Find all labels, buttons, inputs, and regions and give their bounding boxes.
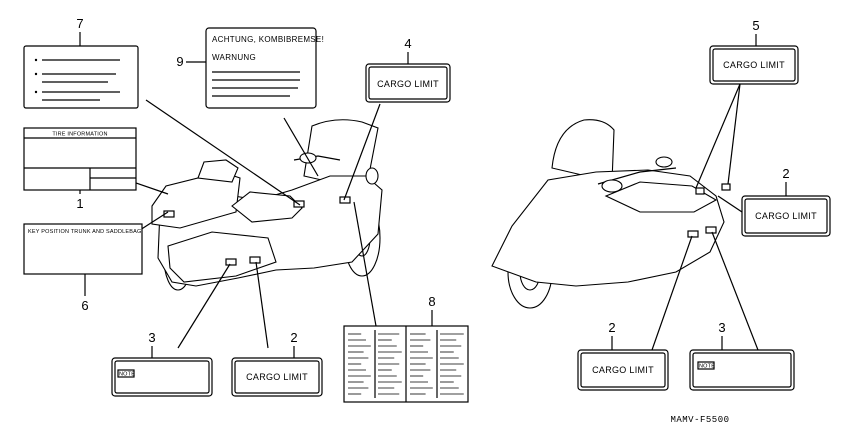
callout-7: 7 — [76, 16, 83, 31]
callout-3-left: 3 — [148, 330, 155, 345]
tire-info-text: TIRE INFORMATION — [52, 132, 107, 138]
callout-8: 8 — [428, 294, 435, 309]
callout-9: 9 — [176, 54, 183, 69]
label-2-cargo-limit-bottom: CARGO LIMIT — [577, 349, 669, 391]
part-code: MAMV-F5500 — [670, 415, 729, 425]
label-5-cargo-limit: CARGO LIMIT — [709, 45, 799, 85]
label-2-cargo-limit-left: CARGO LIMIT — [231, 357, 323, 397]
label-6-key-position: KEY POSITION TRUNK AND SADDLEBAG — [23, 223, 143, 275]
note-text-right: NOTE — [699, 364, 715, 370]
cargo-limit-text-5: CARGO LIMIT — [723, 60, 785, 70]
callout-2-left: 2 — [290, 330, 297, 345]
label-7-list — [23, 45, 139, 109]
achtung-text: ACHTUNG, KOMBIBREMSE! — [212, 35, 324, 44]
note-text-left: NOTE — [119, 372, 135, 378]
label-3-note-right: NOTE — [689, 349, 795, 391]
callout-5: 5 — [752, 18, 759, 33]
callout-1: 1 — [76, 196, 83, 211]
callout-2-right: 2 — [782, 166, 789, 181]
callout-numbers: 7 9 4 5 1 6 3 2 8 2 2 3 — [76, 16, 789, 345]
callout-4: 4 — [404, 36, 411, 51]
label-8-table — [343, 325, 469, 403]
label-9-warning: ACHTUNG, KOMBIBREMSE! WARNUNG — [205, 27, 324, 109]
label-1-tire-information: TIRE INFORMATION — [23, 127, 137, 191]
warnung-text: WARNUNG — [212, 53, 256, 62]
cargo-limit-text-2b: CARGO LIMIT — [592, 365, 654, 375]
callout-3-right: 3 — [718, 320, 725, 335]
label-2-cargo-limit-right: CARGO LIMIT — [741, 195, 831, 237]
key-position-text: KEY POSITION TRUNK AND SADDLEBAG — [28, 229, 141, 235]
cargo-limit-text-4: CARGO LIMIT — [377, 79, 439, 89]
callout-6: 6 — [81, 298, 88, 313]
motorcycle-left — [151, 119, 383, 291]
label-4-cargo-limit: CARGO LIMIT — [365, 63, 451, 103]
cargo-limit-text-2c: CARGO LIMIT — [755, 211, 817, 221]
callout-2-bottom: 2 — [608, 320, 615, 335]
cargo-limit-text-2a: CARGO LIMIT — [246, 372, 308, 382]
motorcycle-right — [491, 119, 731, 309]
label-3-note-left: NOTE — [111, 357, 213, 397]
